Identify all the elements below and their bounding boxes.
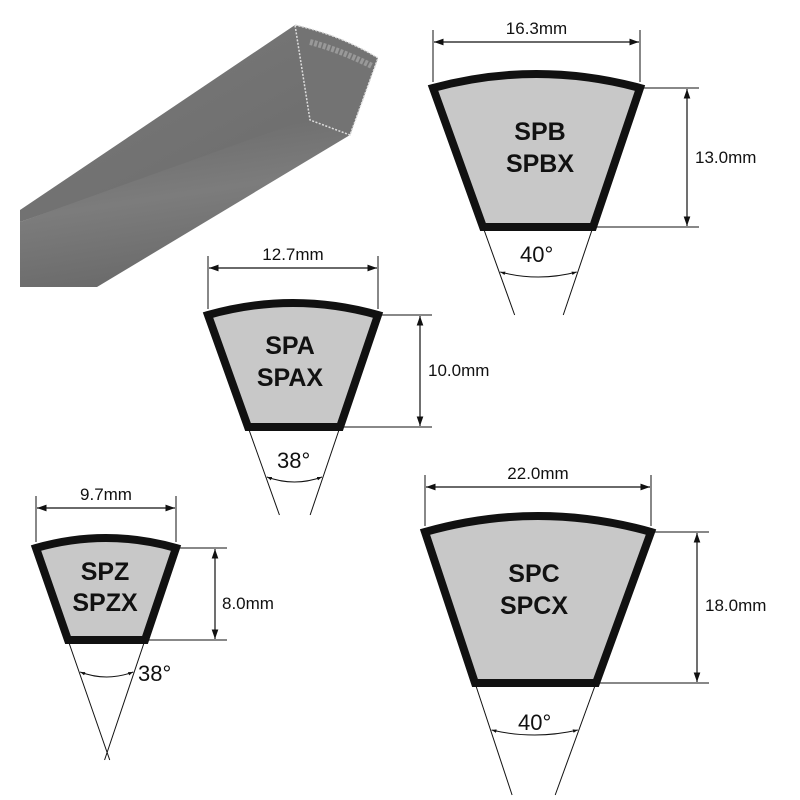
height-label: 18.0mm (705, 596, 766, 615)
angle-line-right (104, 639, 146, 761)
belt-cross-section (419, 512, 657, 687)
section-code-label: SPC (508, 560, 559, 588)
angle-arc (79, 671, 134, 678)
section-code-label: SPA (265, 332, 315, 360)
angle-label: 40° (520, 242, 553, 267)
belt-top-face (20, 25, 378, 222)
top-width-label: 12.7mm (262, 245, 323, 264)
angle-line-right (554, 682, 597, 796)
angle-label: 40° (518, 710, 551, 735)
section-code-x-label: SPAX (257, 364, 324, 392)
top-width-label: 16.3mm (506, 19, 567, 38)
height-label: 10.0mm (428, 361, 489, 380)
section-code-x-label: SPBX (506, 150, 574, 178)
angle-line-right (309, 426, 341, 516)
section-spc: 22.0mm 18.0mm 40° SPC SPCX (419, 464, 766, 796)
section-code-x-label: SPCX (500, 592, 568, 620)
top-width-label: 9.7mm (80, 485, 132, 504)
belt-tension-cords (309, 39, 374, 69)
section-spa: 12.7mm 10.0mm 38° SPA SPAX (202, 245, 489, 516)
angle-arc (500, 271, 577, 278)
angle-label: 38° (277, 448, 310, 473)
angle-label: 38° (138, 661, 171, 686)
belt-cross-section (427, 70, 646, 231)
angle-line-left (247, 426, 280, 516)
top-width-label: 22.0mm (507, 464, 568, 483)
angle-line-left (67, 639, 111, 761)
angle-line-left (474, 682, 513, 796)
belt-end-face (294, 24, 379, 136)
section-code-label: SPZ (81, 558, 130, 586)
angle-line-left (482, 226, 516, 316)
angle-arc (491, 729, 578, 736)
section-code-label: SPB (514, 118, 565, 146)
section-spz: 9.7mm 8.0mm 38° SPZ SPZX (30, 485, 274, 761)
height-label: 8.0mm (222, 594, 274, 613)
height-label: 13.0mm (695, 148, 756, 167)
section-code-x-label: SPZX (72, 589, 138, 617)
belt-side-face (20, 118, 350, 287)
belt-3d-illustration (20, 24, 379, 287)
belt-cross-section (202, 299, 384, 431)
angle-arc (266, 476, 323, 483)
belt-cross-section (30, 534, 182, 644)
section-spb: 16.3mm 13.0mm 40° SPB SPBX (427, 19, 756, 316)
angle-line-right (562, 226, 594, 316)
